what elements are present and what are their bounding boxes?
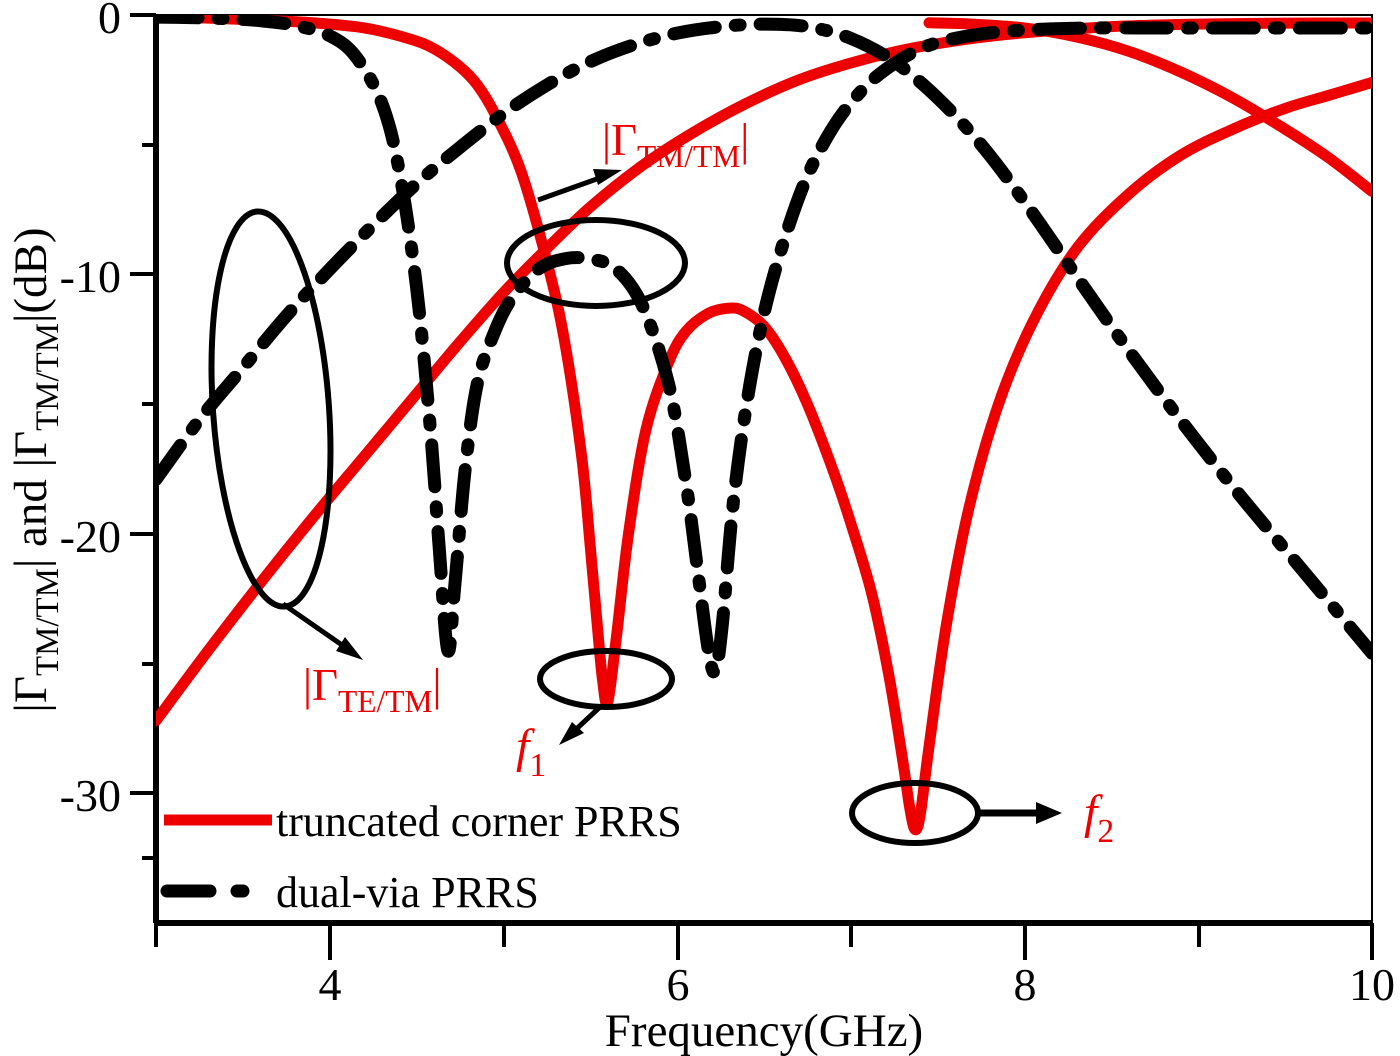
annotation-tm-tm-marker <box>504 169 688 309</box>
series-line <box>923 17 1372 197</box>
x-axis-tick-labels: 4 6 8 10 <box>319 959 1396 1010</box>
legend-label: truncated corner PRRS <box>276 797 682 846</box>
svg-text:|ΓTM/TM| and |ΓTM/TM|(dB): |ΓTM/TM| and |ΓTM/TM|(dB) <box>5 227 66 712</box>
ann-te-tm-part-3: | <box>433 660 442 710</box>
annotation-te-tm-marker <box>208 208 363 660</box>
legend-item-truncated-corner[interactable]: truncated corner PRRS <box>164 797 682 846</box>
y-axis-tick-labels: 0 -10 -20 -30 <box>60 0 121 821</box>
series-line <box>156 17 1372 660</box>
ann-te-tm-part-1: |Γ <box>303 660 338 710</box>
annotation-tm-tm-label: |ΓTM/TM| <box>602 115 749 174</box>
data-curves <box>156 15 1372 836</box>
y-axis-title-part-1: |Γ <box>5 676 57 713</box>
legend-item-dual-via[interactable]: dual-via PRRS <box>160 868 539 917</box>
y-tick-label: -20 <box>60 511 121 562</box>
y-axis-title-part-3: | and |Γ <box>5 431 57 568</box>
y-axis-title: |ΓTM/TM| and |ΓTM/TM|(dB) <box>5 227 66 712</box>
annotation-f1-marker <box>537 648 675 745</box>
ann-te-tm-part-2: TE/TM <box>338 684 433 719</box>
y-tick-label: 0 <box>98 0 121 43</box>
ann-tm-tm-part-1: |Γ <box>602 115 637 165</box>
x-tick-label: 6 <box>667 959 690 1010</box>
x-tick-label: 4 <box>319 959 342 1010</box>
legend-label: dual-via PRRS <box>276 868 539 917</box>
y-axis-title-part-5: |(dB) <box>5 227 57 323</box>
y-tick-label: -10 <box>60 251 121 302</box>
ann-f1-part-2: 1 <box>529 747 546 784</box>
y-axis-title-part-2: TM/TM <box>30 568 66 676</box>
x-tick-label: 8 <box>1014 959 1037 1010</box>
y-axis-ticks <box>130 13 156 860</box>
ann-f2-part-2: 2 <box>1097 813 1114 850</box>
annotation-te-tm-label: |ΓTE/TM| <box>303 660 442 719</box>
ann-tm-tm-part-2: TM/TM <box>637 139 740 174</box>
x-axis-title: Frequency(GHz) <box>605 1005 923 1056</box>
y-axis-title-part-4: TM/TM <box>30 323 66 431</box>
ann-tm-tm-part-3: | <box>740 115 749 165</box>
series-line <box>156 15 1372 836</box>
annotation-f2-marker <box>849 780 1062 846</box>
legend: truncated corner PRRS dual-via PRRS <box>160 797 682 917</box>
y-tick-label: -30 <box>60 770 121 821</box>
x-tick-label: 10 <box>1349 959 1395 1010</box>
x-axis-ticks <box>154 923 1374 960</box>
